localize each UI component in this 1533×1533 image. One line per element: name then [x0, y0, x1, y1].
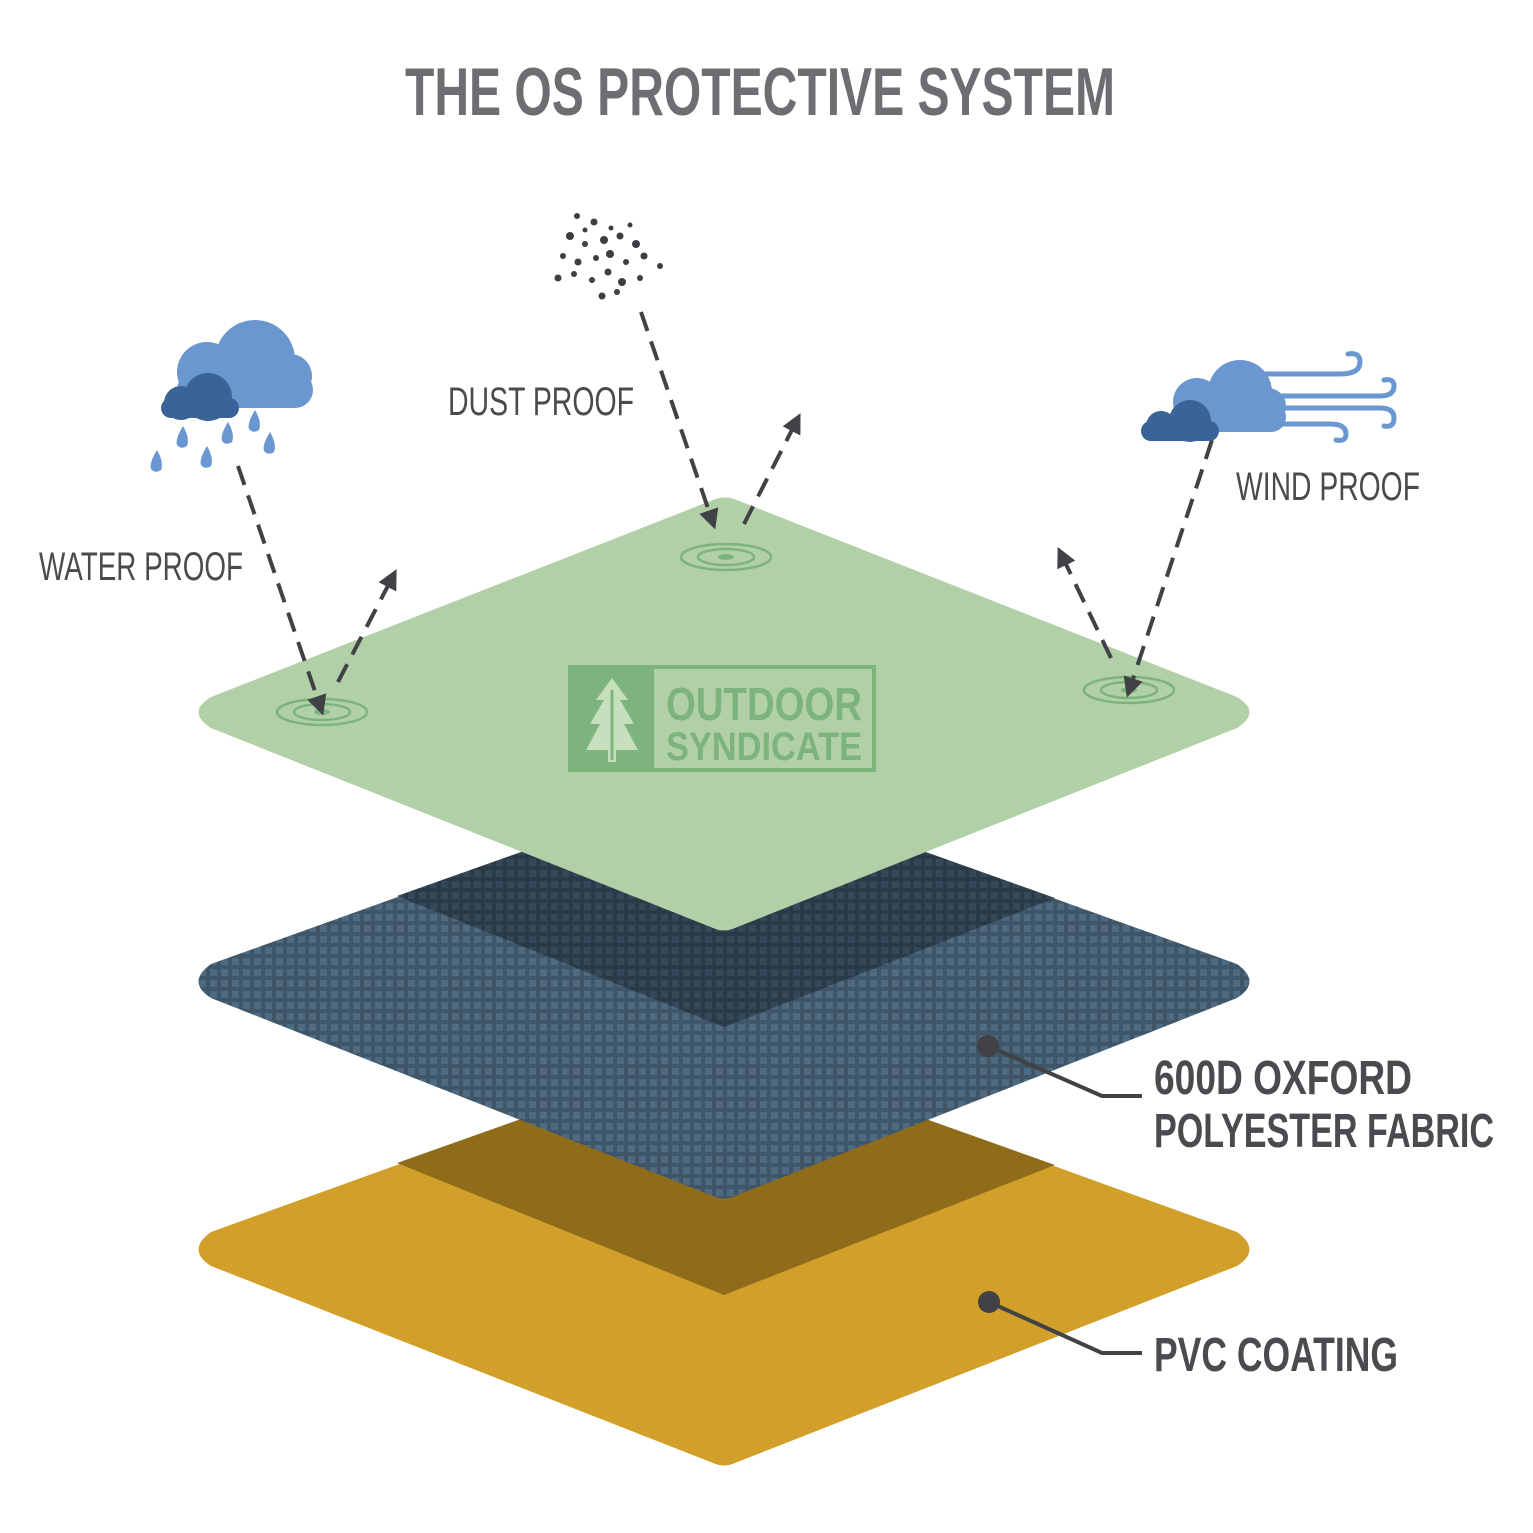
logo-line-1: OUTDOOR — [666, 678, 862, 730]
coating-label: PVC COATING — [1154, 1329, 1398, 1382]
rain-cloud-icon — [150, 320, 313, 472]
top-protective-layer — [198, 495, 1250, 931]
water-proof-label: WATER PROOF — [39, 545, 243, 589]
wind-proof-label: WIND PROOF — [1236, 465, 1420, 509]
dust-particles-icon — [554, 213, 663, 300]
outdoor-syndicate-logo: OUTDOOR SYNDICATE — [568, 665, 876, 772]
pine-tree-icon — [586, 678, 638, 762]
page-title: THE OS PROTECTIVE SYSTEM — [405, 54, 1115, 130]
fabric-label-line-1: 600D OXFORD — [1154, 1052, 1412, 1105]
dust-proof-label: DUST PROOF — [448, 380, 634, 424]
wind-cloud-icon — [1141, 351, 1397, 443]
wind-deflection-arrows — [1057, 439, 1214, 698]
water-deflection-arrows — [236, 465, 397, 716]
fabric-callout: 600D OXFORD POLYESTER FABRIC — [977, 1035, 1494, 1158]
fabric-label-line-2: POLYESTER FABRIC — [1154, 1105, 1494, 1158]
logo-line-2: SYNDICATE — [666, 725, 862, 769]
coating-callout: PVC COATING — [978, 1291, 1398, 1382]
dust-deflection-arrows — [639, 311, 801, 530]
dust-impact-ripple — [679, 542, 773, 572]
